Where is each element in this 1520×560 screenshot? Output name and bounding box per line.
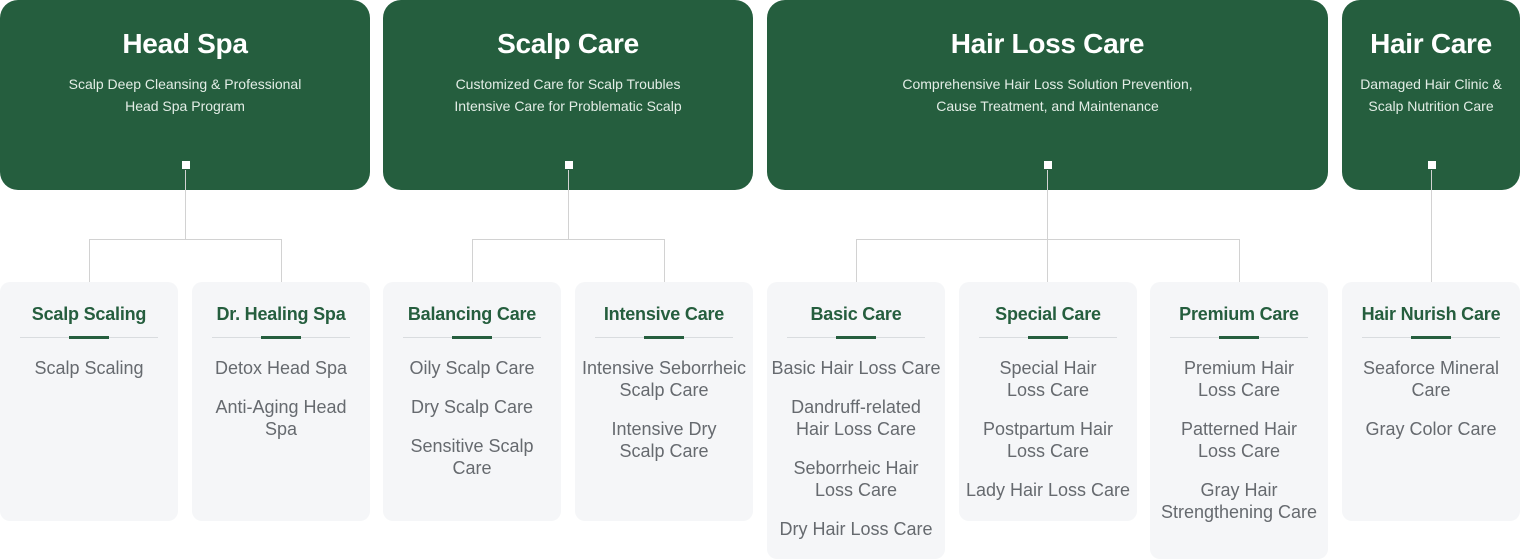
connector-node <box>1427 160 1437 170</box>
service-item: Lady Hair Loss Care <box>965 480 1131 500</box>
connector-line <box>1239 239 1240 282</box>
category-description-line: Comprehensive Hair Loss Solution Prevent… <box>902 76 1193 92</box>
connector-line <box>856 239 857 282</box>
category-description-line: Scalp Deep Cleansing & Professional <box>68 76 302 92</box>
category-title: Head Spa <box>122 28 248 59</box>
category-description-line: Customized Care for Scalp Troubles <box>455 76 681 92</box>
subcategory-title: Intensive Care <box>603 304 725 324</box>
category-title: Hair Loss Care <box>950 28 1145 59</box>
service-item: Gray Color Care <box>1365 419 1497 439</box>
category-description-line: Intensive Care for Problematic Scalp <box>454 98 682 114</box>
category-title: Hair Care <box>1370 28 1492 59</box>
connector-node <box>181 160 191 170</box>
subcategory-title: Scalp Scaling <box>31 304 147 324</box>
category-description: Damaged Hair Clinic & Scalp Nutrition Ca… <box>1352 73 1510 117</box>
subcategory-divider <box>20 336 158 339</box>
subcategory-divider <box>787 336 925 339</box>
connector-line <box>472 239 665 240</box>
service-item: Scalp Scaling <box>34 358 144 378</box>
connector-line <box>1431 170 1432 282</box>
category-description-line: Damaged Hair Clinic & <box>1360 76 1502 92</box>
subcategory-card-scalp-scaling: Scalp Scaling Scalp Scaling <box>0 282 178 521</box>
subcategory-divider <box>403 336 541 339</box>
subcategory-card-basic-care: Basic Care Basic Hair Loss Care Dandruff… <box>767 282 945 559</box>
connector-line <box>89 239 90 282</box>
category-card-scalp-care: Scalp Care Customized Care for Scalp Tro… <box>383 0 753 190</box>
category-description: Scalp Deep Cleansing & Professional Head… <box>10 73 360 117</box>
connector-line <box>281 239 282 282</box>
service-item: Detox Head Spa <box>214 358 348 378</box>
subcategory-divider <box>1170 336 1308 339</box>
connector-line <box>568 170 569 240</box>
connector-node <box>1043 160 1053 170</box>
connector-line <box>1047 170 1048 282</box>
connector-line <box>664 239 665 282</box>
connector-line <box>89 239 282 240</box>
category-description: Comprehensive Hair Loss Solution Prevent… <box>777 73 1318 117</box>
service-item: Dry Scalp Care <box>410 397 534 417</box>
subcategory-divider <box>979 336 1117 339</box>
subcategory-title: Balancing Care <box>407 304 537 324</box>
subcategory-title: Hair Nurish Care <box>1361 304 1501 324</box>
service-item: Oily Scalp Care <box>409 358 535 378</box>
subcategory-divider <box>1362 336 1500 339</box>
subcategory-title: Basic Care <box>810 304 902 324</box>
category-description-line: Cause Treatment, and Maintenance <box>936 98 1159 114</box>
subcategory-title: Premium Care <box>1179 304 1299 324</box>
service-item: Dry Hair Loss Care <box>779 519 933 539</box>
subcategory-card-balancing-care: Balancing Care Oily Scalp Care Dry Scalp… <box>383 282 561 521</box>
category-description: Customized Care for Scalp Troubles Inten… <box>393 73 743 117</box>
connector-line <box>472 239 473 282</box>
category-description-line: Head Spa Program <box>125 98 245 114</box>
category-card-hair-care: Hair Care Damaged Hair Clinic & Scalp Nu… <box>1342 0 1520 190</box>
category-card-head-spa: Head Spa Scalp Deep Cleansing & Professi… <box>0 0 370 190</box>
connector-node <box>564 160 574 170</box>
category-title: Scalp Care <box>497 28 639 59</box>
subcategory-title: Dr. Healing Spa <box>216 304 346 324</box>
subcategory-divider <box>595 336 733 339</box>
category-card-hair-loss-care: Hair Loss Care Comprehensive Hair Loss S… <box>767 0 1328 190</box>
subcategory-divider <box>212 336 350 339</box>
category-description-line: Scalp Nutrition Care <box>1368 98 1494 114</box>
subcategory-title: Special Care <box>995 304 1101 324</box>
connector-line <box>185 170 186 240</box>
subcategory-card-dr-healing-spa: Dr. Healing Spa Detox Head Spa Anti-Agin… <box>192 282 370 521</box>
connector-line <box>856 239 1240 240</box>
service-item: Basic Hair Loss Care <box>771 358 941 378</box>
